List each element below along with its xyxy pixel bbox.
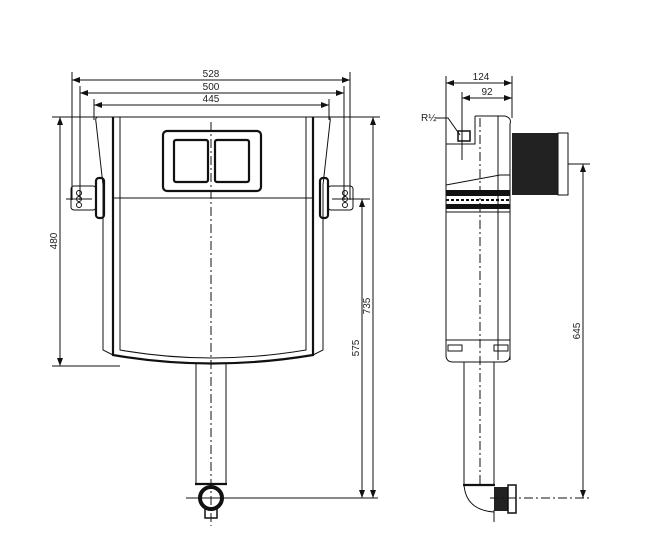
dim-575: 575: [351, 199, 365, 498]
dim-label-528: 528: [203, 69, 220, 80]
dim-label-92: 92: [481, 87, 493, 98]
side-view: 124 92 R½: [421, 72, 590, 522]
dim-92: 92: [461, 87, 512, 160]
inlet-label: R½: [421, 113, 471, 142]
dim-label-645: 645: [572, 322, 583, 339]
inlet-thread-cylinder: [512, 132, 590, 196]
ribbed-band: [445, 174, 511, 213]
dim-label-575: 575: [351, 339, 362, 356]
cistern-body: [95, 116, 331, 365]
cistern-side: [445, 115, 511, 363]
front-view: 528 500 445: [49, 69, 380, 526]
flush-button-left: [172, 138, 210, 184]
dim-480: 480: [49, 117, 63, 366]
dim-label-500: 500: [203, 82, 220, 93]
dim-label-480: 480: [49, 232, 60, 249]
dim-label-445: 445: [203, 94, 220, 105]
dim-645: 645: [572, 164, 586, 498]
wall-bracket-right: [318, 176, 370, 220]
dim-735: 735: [362, 117, 376, 498]
dim-500: 500: [79, 82, 345, 200]
outlet-pipe: [463, 362, 517, 522]
flush-plate: [161, 129, 263, 193]
dim-label-735: 735: [362, 297, 373, 314]
dim-528: 528: [71, 69, 351, 200]
wall-bracket-left: [66, 176, 106, 220]
inlet-thread-label: R½: [421, 113, 437, 124]
dim-124: 124: [445, 72, 513, 190]
flush-button-right: [213, 138, 251, 184]
dim-label-124: 124: [473, 72, 490, 83]
dim-445: 445: [93, 94, 330, 120]
